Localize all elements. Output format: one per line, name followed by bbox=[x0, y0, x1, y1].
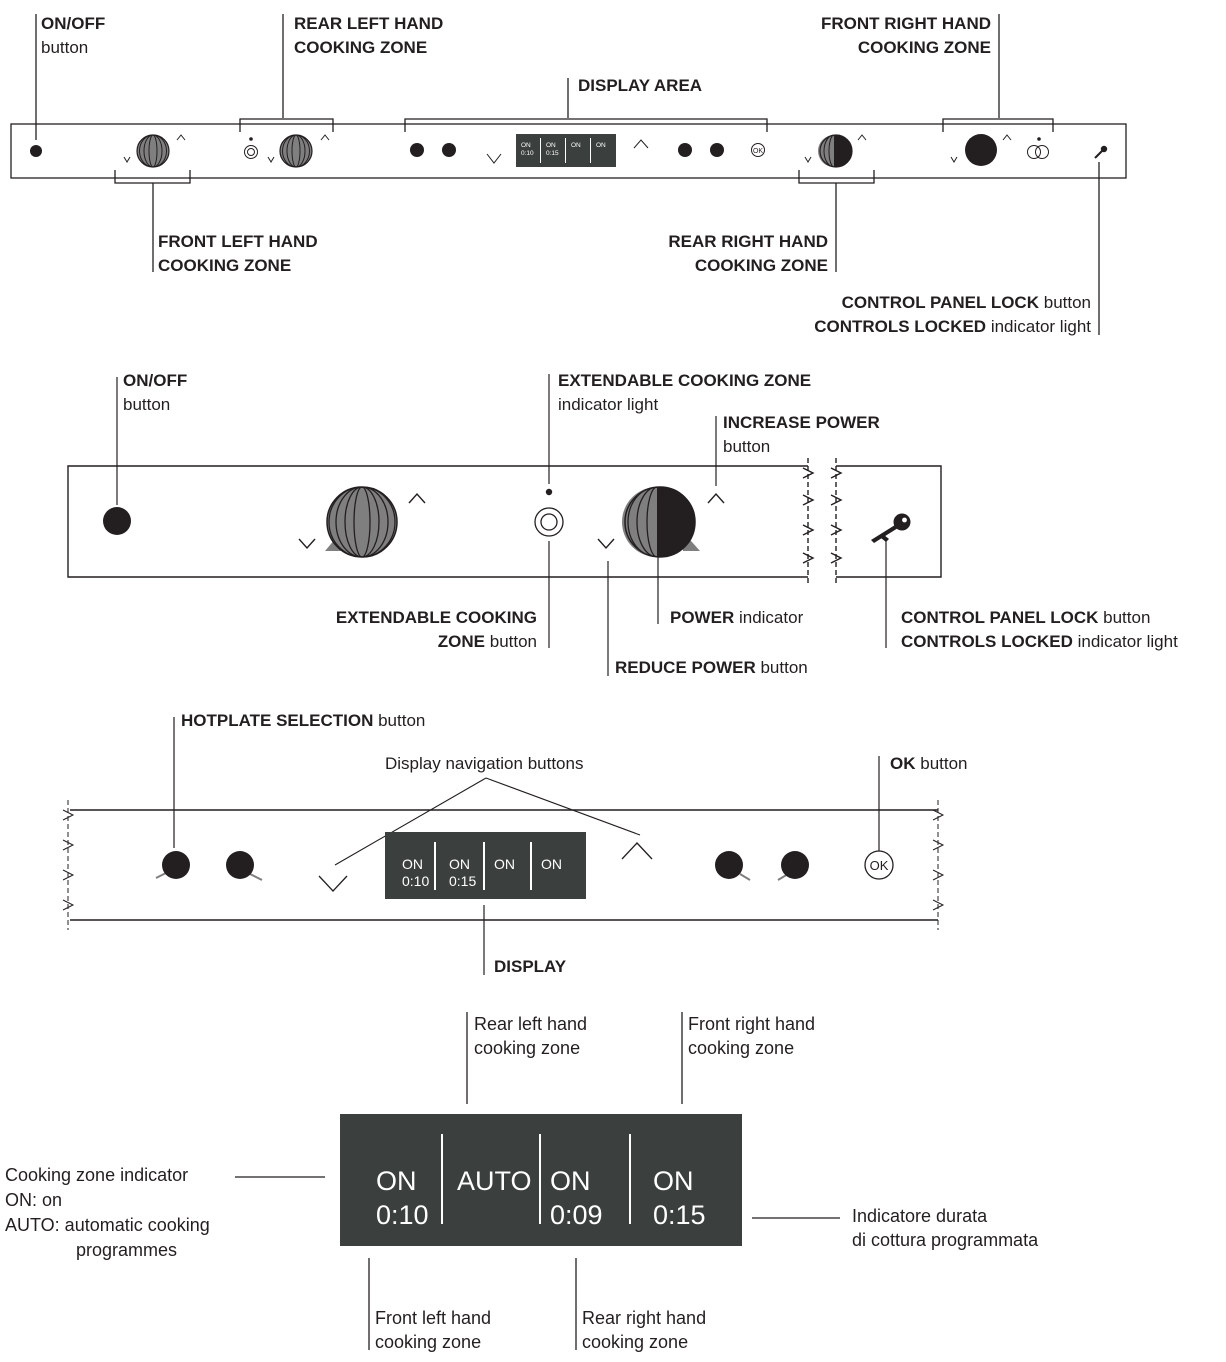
reduce-power-button[interactable] bbox=[597, 538, 615, 550]
control-lock-label: CONTROL PANEL LOCK button CONTROLS LOCKE… bbox=[814, 293, 1091, 336]
increase-power-button[interactable] bbox=[408, 492, 426, 504]
display-label: DISPLAY bbox=[494, 957, 567, 976]
ok-label: OK button bbox=[890, 754, 968, 773]
reduce-power-button[interactable] bbox=[123, 156, 131, 163]
hotplate-selection-button[interactable] bbox=[715, 851, 743, 879]
panel-1-overview bbox=[10, 14, 1127, 335]
on-off-button[interactable] bbox=[30, 145, 42, 157]
rear-left-zone-dial[interactable] bbox=[279, 134, 313, 168]
panel-2-controls bbox=[103, 486, 911, 558]
power-dial[interactable] bbox=[622, 486, 696, 558]
hotplate-selection-button[interactable] bbox=[781, 851, 809, 879]
zone-dial[interactable] bbox=[326, 486, 398, 558]
rear-right-zone-label: REAR RIGHT HAND COOKING ZONE bbox=[668, 232, 828, 275]
key-lock-icon[interactable] bbox=[871, 513, 911, 544]
nav-buttons-label: Display navigation buttons bbox=[385, 754, 584, 773]
display-cell: AUTO bbox=[457, 1166, 532, 1196]
increase-power-button[interactable] bbox=[320, 134, 330, 141]
power-indicator-label: POWER indicator bbox=[670, 608, 804, 627]
rear-left-zone-label: Rear left hand cooking zone bbox=[474, 1014, 588, 1058]
front-left-zone-label: FRONT LEFT HAND COOKING ZONE bbox=[158, 232, 318, 275]
display-cell: ON bbox=[596, 142, 606, 149]
front-left-zone-label: Front left hand cooking zone bbox=[375, 1308, 492, 1352]
extendable-zone-button[interactable] bbox=[244, 145, 258, 159]
ok-button[interactable] bbox=[864, 850, 894, 880]
extendable-indicator-light bbox=[1037, 137, 1041, 141]
onoff-label: ON/OFF button bbox=[41, 14, 106, 57]
hotplate-selection-button[interactable] bbox=[162, 851, 190, 879]
hotplate-selection-button[interactable] bbox=[226, 851, 254, 879]
display-area-label: DISPLAY AREA bbox=[578, 76, 703, 95]
hotplate-selection-button[interactable] bbox=[678, 143, 692, 157]
increase-power-button[interactable] bbox=[1002, 134, 1012, 141]
extendable-light-label: EXTENDABLE COOKING ZONE indicator light bbox=[558, 371, 812, 414]
hotplate-selection-button[interactable] bbox=[410, 143, 424, 157]
panel-4-leaders bbox=[235, 1012, 840, 1350]
extendable-button-label: EXTENDABLE COOKING ZONE button bbox=[335, 608, 537, 651]
increase-power-label: INCREASE POWER button bbox=[723, 413, 880, 456]
control-lock-label: CONTROL PANEL LOCK button CONTROLS LOCKE… bbox=[901, 608, 1178, 651]
extendable-zone-button[interactable] bbox=[534, 507, 564, 537]
nav-down-icon[interactable] bbox=[318, 875, 348, 892]
rear-right-zone-label: Rear right hand cooking zone bbox=[582, 1308, 707, 1352]
display-cell: ON bbox=[541, 856, 562, 872]
panel-3-controls: OK bbox=[155, 842, 894, 892]
onoff-label: ON/OFF button bbox=[123, 371, 188, 414]
key-lock-icon[interactable] bbox=[1094, 145, 1108, 159]
panel-3-display-area bbox=[62, 717, 945, 975]
reduce-power-label: REDUCE POWER button bbox=[615, 658, 808, 677]
front-right-zone-label: Front right hand cooking zone bbox=[688, 1014, 816, 1058]
front-left-zone-dial[interactable] bbox=[136, 134, 170, 168]
hotplate-selection-label: HOTPLATE SELECTION button bbox=[181, 711, 426, 730]
display-cell: ON bbox=[494, 856, 515, 872]
increase-power-button[interactable] bbox=[857, 134, 867, 141]
increase-power-button[interactable] bbox=[176, 134, 186, 141]
reduce-power-button[interactable] bbox=[298, 538, 316, 550]
zone-indicator-label: Cooking zone indicator ON: on AUTO: auto… bbox=[5, 1165, 210, 1260]
front-right-zone-label: FRONT RIGHT HAND COOKING ZONE bbox=[821, 14, 991, 57]
panel-1-controls: OK bbox=[30, 134, 1108, 168]
hotplate-selection-button[interactable] bbox=[442, 143, 456, 157]
hotplate-selection-button[interactable] bbox=[710, 143, 724, 157]
control-panel-outline bbox=[10, 123, 1127, 179]
nav-up-icon[interactable] bbox=[633, 139, 649, 149]
nav-down-icon[interactable] bbox=[486, 153, 502, 164]
ok-button-label: OK bbox=[870, 858, 889, 873]
ok-button-label: OK bbox=[753, 148, 763, 155]
nav-up-icon[interactable] bbox=[621, 842, 653, 860]
reduce-power-button[interactable] bbox=[267, 156, 275, 163]
on-off-button[interactable] bbox=[103, 507, 131, 535]
front-right-zone-dial[interactable] bbox=[965, 134, 997, 166]
rear-right-zone-dial[interactable] bbox=[818, 134, 853, 168]
display-cell: ON bbox=[571, 142, 581, 149]
extendable-zone-button[interactable] bbox=[1027, 145, 1049, 159]
panel-2-detail bbox=[67, 374, 942, 676]
extendable-indicator-light bbox=[545, 488, 553, 496]
extendable-indicator-light bbox=[249, 137, 253, 141]
reduce-power-button[interactable] bbox=[804, 156, 812, 163]
rear-left-zone-label: REAR LEFT HAND COOKING ZONE bbox=[294, 14, 444, 57]
reduce-power-button[interactable] bbox=[950, 156, 958, 163]
ok-button[interactable] bbox=[751, 143, 765, 157]
increase-power-button[interactable] bbox=[707, 492, 725, 504]
duration-label: Indicatore durata di cottura programmata bbox=[852, 1206, 1039, 1250]
